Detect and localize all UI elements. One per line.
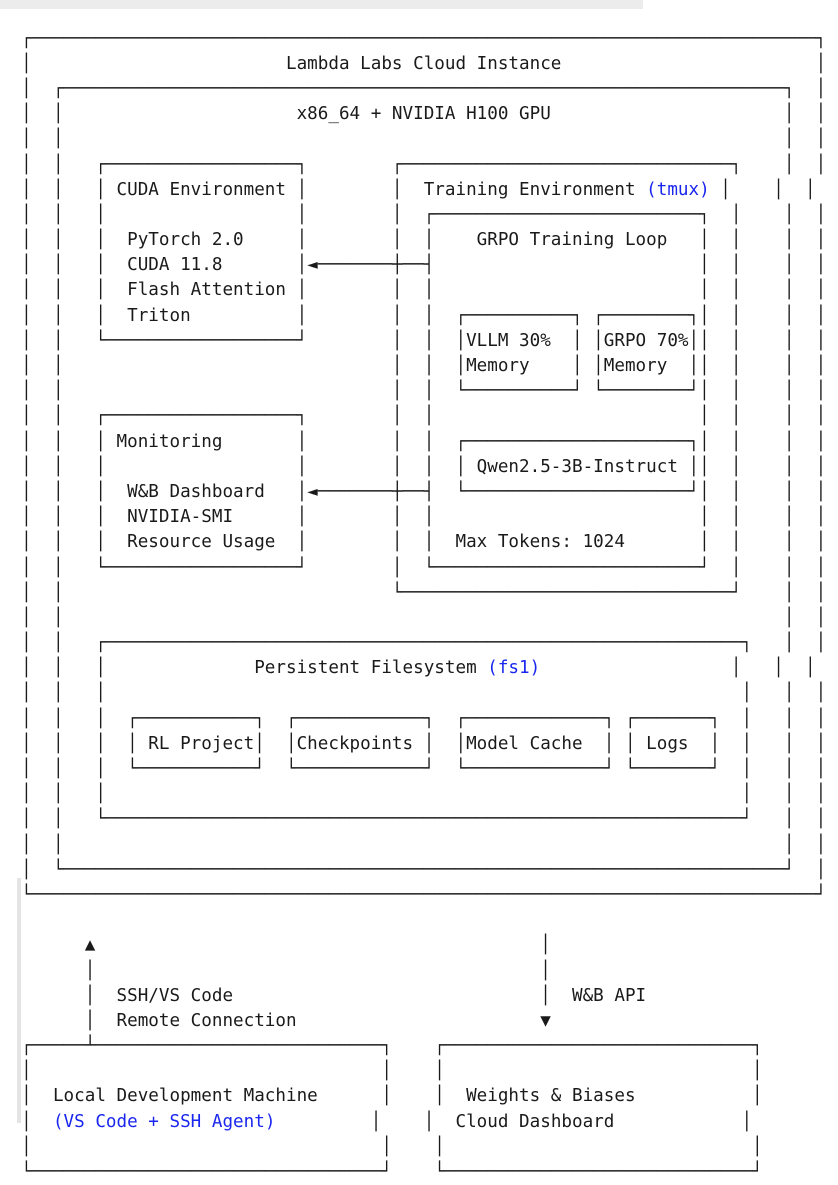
ascii-line: │ │ ┌──────────────────┐ │ │ │ │ │ │ — [0, 406, 827, 427]
accent-text: (fs1) — [487, 658, 541, 679]
ascii-line: └───────────────────────────────────────… — [0, 884, 827, 905]
ascii-line: │ │ ┌──────────────────┐ ┌──────────────… — [0, 154, 827, 175]
ascii-line: │ │ ┌───────────────────────────────────… — [0, 633, 827, 654]
ascii-line: │ SSH/VS Code │ W&B API — [0, 985, 647, 1006]
ascii-line: └─────────────────────────────────┘ └───… — [0, 1162, 763, 1183]
ascii-line: │ │ │ CUDA 11.8 │◄───────┼──┤ │ │ │ │ — [0, 255, 827, 276]
ascii-line: │ │ │ │ │ │ — [0, 784, 827, 805]
ascii-line: │ │ │ │ │Memory │ │Memory ││ │ │ │ — [0, 356, 827, 377]
ascii-line: │ │ │ Resource Usage │ │ │ Max Tokens: 1… — [0, 532, 827, 553]
ascii-line: │ │ │ W&B Dashboard │◄───────┼──┤ └─────… — [0, 481, 827, 502]
ascii-line: │ │ │ │ │ │ — [0, 683, 827, 704]
accent-text: (VS Code + SSH Agent) — [52, 1111, 276, 1132]
ascii-line: │ │ │ └───────────┘ └────────────┘ └────… — [0, 759, 827, 780]
accent-text: (tmux) — [646, 179, 710, 200]
ascii-line: │ │ │ │ │ │ │ Qwen2.5-3B-Instruct ││ │ │… — [0, 456, 827, 477]
ascii-line: │ │ x86_64 + NVIDIA H100 GPU │ │ — [0, 104, 827, 125]
ascii-line: │ Lambda Labs Cloud Instance │ — [0, 53, 827, 74]
ascii-line: │ │ │ Triton │ │ │ ┌──────────┐ ┌───────… — [0, 305, 827, 326]
ascii-line: │ │ │ Flash Attention │ │ │ │ │ │ │ — [0, 280, 827, 301]
ascii-line — [0, 908, 838, 933]
ascii-line: │ Remote Connection ▼ — [0, 1010, 551, 1031]
ascii-line: │ │ — [0, 960, 551, 981]
ascii-line: │ │ │ ┌───────────┐ ┌────────────┐ ┌────… — [0, 708, 827, 729]
ascii-line: │ │ │ │ — [0, 607, 827, 628]
ascii-line: │ │ └──────────────────┘ │ └────────────… — [0, 557, 827, 578]
top-gray-band — [0, 0, 643, 9]
ascii-line: │ │ │ │ — [0, 1136, 763, 1157]
ascii-line: │ │ │ │ — [0, 129, 827, 150]
ascii-line: │ │ │ Monitoring │ │ │ ┌────────────────… — [0, 431, 827, 452]
architecture-diagram: ┌───────────────────────────────────────… — [0, 27, 838, 1185]
ascii-line: │ │ │ │ — [0, 834, 827, 855]
ascii-line: │ │ │ PyTorch 2.0 │ │ │ GRPO Training Lo… — [0, 230, 827, 251]
ascii-line: │ │ │ │ └──────────┘ └────────┘│ │ │ │ — [0, 381, 827, 402]
ascii-line: ┌───────────────────────────────────────… — [0, 28, 827, 49]
ascii-line: │ │ │ │ │ ┌─────────────────────────┐ │ … — [0, 204, 827, 225]
ascii-line: ▲ │ — [0, 935, 551, 956]
left-scroll-track[interactable] — [17, 878, 21, 1123]
ascii-line: │ │ │ CUDA Environment │ │ Training Envi… — [0, 179, 816, 200]
ascii-line: │ │ └───────────────────────────────────… — [0, 809, 827, 830]
ascii-line: │ ┌─────────────────────────────────────… — [0, 78, 827, 99]
ascii-line: │ Local Development Machine │ │ Weights … — [0, 1086, 763, 1107]
ascii-line: │ │ └──────────────────┘ │ │ │VLLM 30% │… — [0, 330, 827, 351]
ascii-line: │ │ └───────────────────────────────┘ │ … — [0, 582, 827, 603]
ascii-line: │ │ │ Persistent Filesystem (fs1) │ │ │ — [0, 658, 816, 679]
ascii-line: │ (VS Code + SSH Agent) │ │ Cloud Dashbo… — [0, 1111, 753, 1132]
ascii-line: ┌─────┴───────────────────────────┐ ┌───… — [0, 1036, 763, 1057]
ascii-line: │ └─────────────────────────────────────… — [0, 859, 827, 880]
ascii-line: │ │ │ │ RL Project│ │Checkpoints │ │Mode… — [0, 733, 827, 754]
ascii-line: │ │ │ NVIDIA-SMI │ │ │ │ │ │ │ — [0, 507, 827, 528]
ascii-line: │ │ │ │ — [0, 1061, 763, 1082]
